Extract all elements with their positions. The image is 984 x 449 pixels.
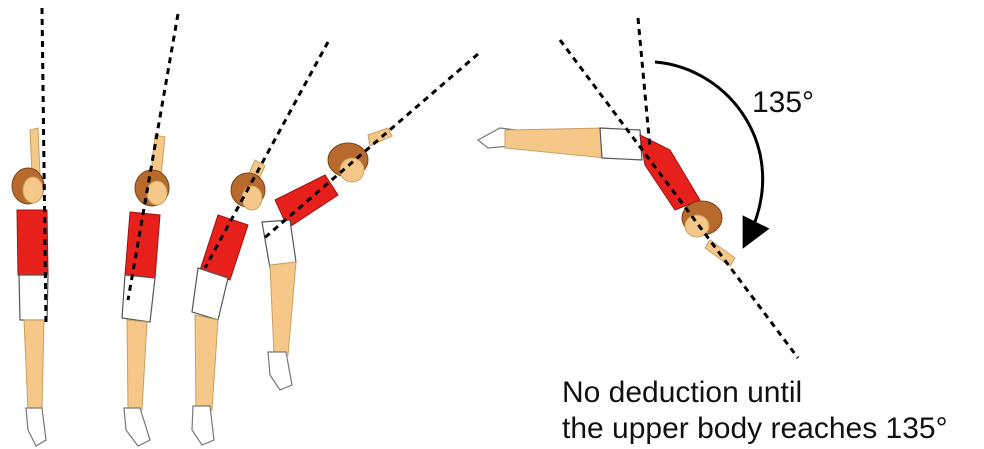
gymnast-figure-1 — [12, 128, 48, 446]
caption-line-2: the upper body reaches 135° — [562, 412, 948, 445]
gymnast-figure-4 — [262, 128, 392, 390]
vertical-reference-line — [638, 18, 650, 148]
gymnast-figure-3 — [192, 160, 265, 445]
body-axis-line-4 — [262, 54, 478, 240]
angle-label: 135° — [752, 86, 814, 119]
caption-line-1: No deduction until — [562, 376, 802, 409]
gymnast-figure-5 — [478, 128, 735, 266]
